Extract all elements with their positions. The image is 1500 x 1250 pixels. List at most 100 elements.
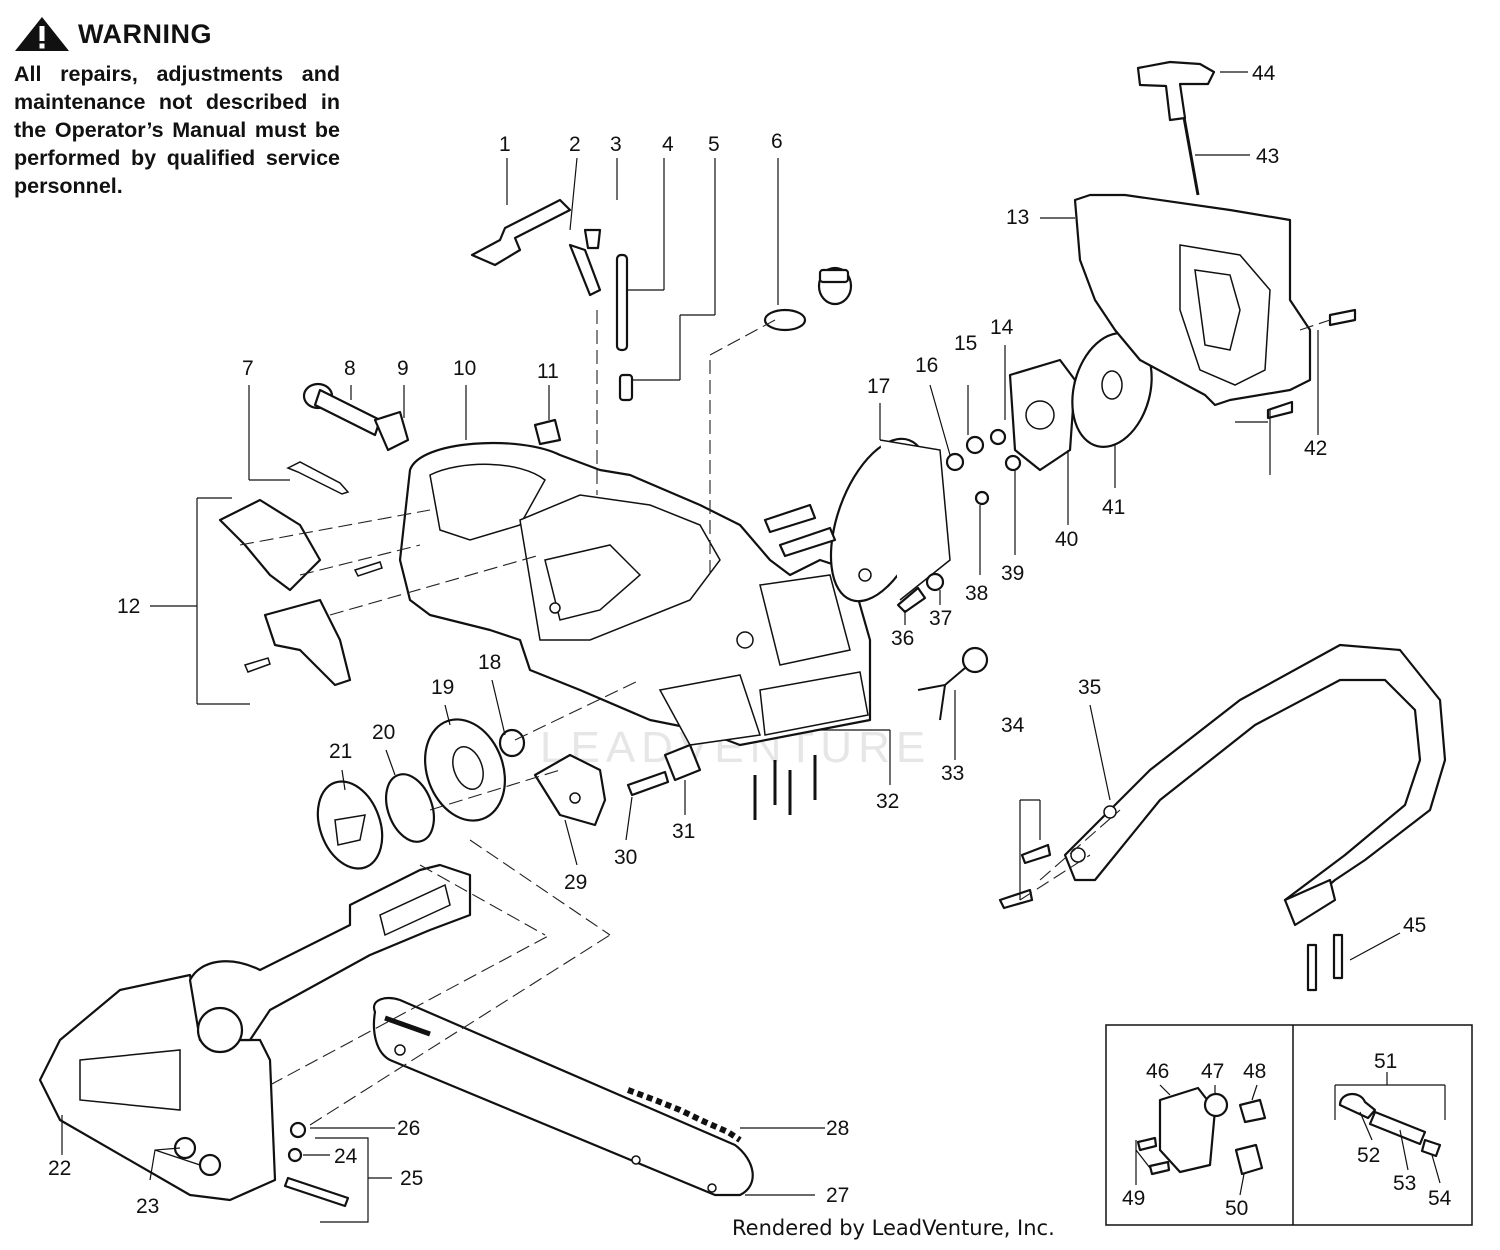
callout-36: 36 bbox=[891, 627, 914, 650]
callout-1: 1 bbox=[499, 133, 511, 156]
leader-lines bbox=[61, 71, 1446, 1223]
part-46-oil-pump bbox=[1158, 1086, 1217, 1174]
callout-9: 9 bbox=[397, 357, 409, 380]
callout-24: 24 bbox=[334, 1145, 358, 1168]
warning-box: WARNING All repairs, adjustments and mai… bbox=[14, 16, 340, 200]
callout-39: 39 bbox=[1001, 562, 1024, 585]
callout-19: 19 bbox=[431, 676, 454, 699]
part-16-washer bbox=[945, 452, 965, 472]
alignment-lines bbox=[239, 310, 1331, 1126]
callout-40: 40 bbox=[1055, 528, 1078, 551]
part-8-trigger bbox=[302, 382, 382, 437]
callout-labels: 1 2 3 4 5 6 7 8 9 10 11 12 13 14 15 16 1… bbox=[48, 62, 1452, 1220]
part-47-spring bbox=[1203, 1092, 1229, 1118]
part-44-starter-handle bbox=[1136, 60, 1216, 122]
callout-30: 30 bbox=[614, 846, 637, 869]
part-11-clip bbox=[533, 418, 562, 446]
callout-20: 20 bbox=[372, 721, 395, 744]
callout-26: 26 bbox=[397, 1117, 420, 1140]
part-32-screws bbox=[753, 755, 817, 820]
part-14-washer bbox=[989, 428, 1007, 446]
part-5-fitting bbox=[618, 373, 634, 402]
callout-2: 2 bbox=[569, 133, 581, 156]
callout-46: 46 bbox=[1146, 1060, 1169, 1083]
callout-51: 51 bbox=[1374, 1050, 1397, 1073]
callout-29: 29 bbox=[564, 871, 587, 894]
part-49-screw-a bbox=[1136, 1136, 1158, 1152]
callout-45: 45 bbox=[1403, 914, 1426, 937]
callout-8: 8 bbox=[344, 357, 356, 380]
part-35-front-handle bbox=[1063, 643, 1447, 927]
callout-18: 18 bbox=[478, 651, 501, 674]
warning-title: WARNING bbox=[78, 18, 212, 49]
part-42-screw-b bbox=[1266, 400, 1294, 420]
part-34-bolt-a bbox=[1020, 843, 1052, 865]
part-49-screw-b bbox=[1148, 1160, 1171, 1176]
part-30-bolt bbox=[626, 770, 670, 797]
part-19-clutch-drum bbox=[424, 718, 506, 822]
part-22-clutch-cover bbox=[38, 863, 472, 1202]
part-45-bolt-a bbox=[1306, 943, 1318, 992]
callout-28: 28 bbox=[826, 1117, 849, 1140]
warning-text: All repairs, adjustments and maintenance… bbox=[14, 62, 340, 198]
callout-37: 37 bbox=[929, 607, 952, 630]
part-2-spring-plate bbox=[568, 243, 602, 297]
callout-16: 16 bbox=[915, 354, 938, 377]
part-3-screw bbox=[583, 228, 602, 250]
part-6-oil-cap bbox=[763, 266, 853, 332]
callout-7: 7 bbox=[242, 357, 254, 380]
callout-27: 27 bbox=[826, 1184, 849, 1207]
callout-22: 22 bbox=[48, 1157, 71, 1180]
part-13-starter-housing bbox=[1073, 193, 1312, 407]
part-21-clutch bbox=[316, 780, 384, 870]
part-27-guide-bar bbox=[372, 996, 754, 1197]
callout-21: 21 bbox=[329, 740, 352, 763]
part-40-starter-pulley bbox=[1008, 358, 1077, 472]
callout-11: 11 bbox=[537, 360, 559, 383]
part-18-washer bbox=[498, 728, 526, 758]
callout-6: 6 bbox=[771, 130, 783, 153]
callout-54: 54 bbox=[1428, 1187, 1452, 1210]
part-4-rod bbox=[615, 253, 629, 352]
callout-14: 14 bbox=[990, 316, 1014, 339]
callout-10: 10 bbox=[453, 357, 476, 380]
callout-3: 3 bbox=[610, 133, 622, 156]
callout-52: 52 bbox=[1357, 1144, 1380, 1167]
callout-48: 48 bbox=[1243, 1060, 1266, 1083]
part-17-flywheel bbox=[829, 437, 951, 603]
part-25-adjuster-screw bbox=[283, 1176, 350, 1208]
part-1-throttle-rod bbox=[470, 198, 572, 267]
callout-12: 12 bbox=[117, 595, 140, 618]
callout-47: 47 bbox=[1201, 1060, 1224, 1083]
callout-13: 13 bbox=[1006, 206, 1029, 229]
callout-38: 38 bbox=[965, 582, 988, 605]
part-52-hose-elbow bbox=[1338, 1093, 1377, 1120]
warning-triangle-icon bbox=[15, 17, 69, 51]
part-15-nut bbox=[965, 435, 985, 455]
part-45-bolt-b bbox=[1332, 933, 1344, 980]
part-34-bolt-b bbox=[998, 888, 1034, 910]
callout-4: 4 bbox=[662, 133, 674, 156]
part-39-washer bbox=[1004, 454, 1022, 472]
callout-43: 43 bbox=[1256, 145, 1279, 168]
part-20-plate bbox=[385, 773, 435, 843]
part-53-hose bbox=[1368, 1110, 1427, 1146]
callout-15: 15 bbox=[954, 332, 977, 355]
footer-credit: Rendered by LeadVenture, Inc. bbox=[732, 1216, 1055, 1240]
callout-32: 32 bbox=[876, 790, 899, 813]
callout-41: 41 bbox=[1102, 496, 1125, 519]
part-48-nozzle bbox=[1238, 1098, 1267, 1124]
callout-33: 33 bbox=[941, 762, 964, 785]
crankcase-housing bbox=[398, 441, 872, 747]
callout-50: 50 bbox=[1225, 1197, 1248, 1220]
callout-23: 23 bbox=[136, 1195, 159, 1218]
part-42-screw-a bbox=[1328, 308, 1357, 327]
callout-25: 25 bbox=[400, 1167, 423, 1190]
part-9-lock bbox=[373, 410, 410, 452]
callout-35: 35 bbox=[1078, 676, 1101, 699]
callout-49: 49 bbox=[1122, 1187, 1145, 1210]
callout-53: 53 bbox=[1393, 1172, 1416, 1195]
part-54-filter bbox=[1420, 1138, 1442, 1158]
part-7-spring bbox=[286, 461, 350, 495]
part-33-oil-fitting bbox=[917, 646, 989, 721]
